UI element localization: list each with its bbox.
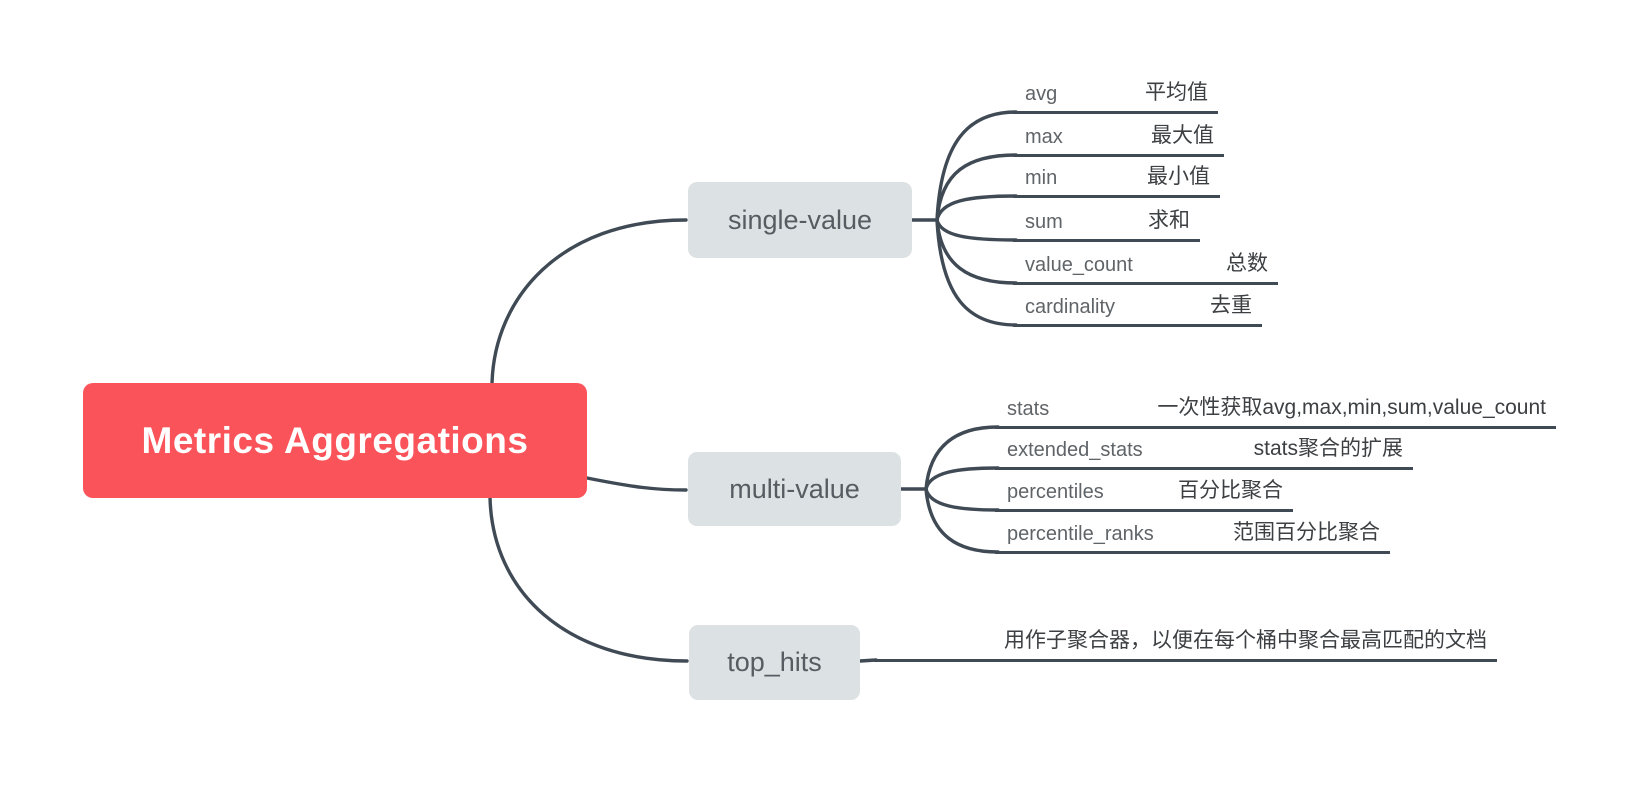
connector-single-value-avg	[935, 110, 1018, 222]
leaf-node-top-hits-description[interactable]: 用作子聚合器，以便在每个桶中聚合最高匹配的文档	[874, 626, 1497, 662]
leaf-node-avg[interactable]: avg 平均值	[1013, 78, 1218, 114]
leaf-node-extended-stats[interactable]: extended_stats stats聚合的扩展	[995, 434, 1413, 470]
branch-node-label: multi-value	[729, 473, 860, 504]
branch-node-top-hits[interactable]: top_hits	[689, 625, 860, 700]
connector-root-top-hits	[488, 495, 689, 663]
connector-single-value-min	[935, 194, 1018, 222]
leaf-label-zh: 用作子聚合器，以便在每个桶中聚合最高匹配的文档	[1004, 629, 1487, 652]
connector-single-value-max	[935, 153, 1018, 222]
branch-node-single-value[interactable]: single-value	[688, 182, 912, 258]
leaf-label-en: percentile_ranks	[1007, 523, 1154, 545]
leaf-node-percentiles[interactable]: percentiles 百分比聚合	[995, 476, 1293, 512]
leaf-node-percentile-ranks[interactable]: percentile_ranks 范围百分比聚合	[995, 518, 1390, 554]
leaf-label-en: extended_stats	[1007, 439, 1143, 461]
leaf-label-en: cardinality	[1025, 296, 1116, 318]
leaf-label-en: sum	[1025, 211, 1063, 233]
leaf-label-zh: 范围百分比聚合	[1233, 521, 1380, 544]
connector-single-value-sum	[935, 218, 1018, 242]
leaf-label-zh: 最小值	[1147, 165, 1210, 188]
leaf-label-zh: 最大值	[1151, 124, 1214, 147]
leaf-node-cardinality[interactable]: cardinality 去重	[1013, 291, 1262, 327]
leaf-label-en: min	[1025, 167, 1058, 189]
branch-node-label: single-value	[727, 204, 873, 235]
leaf-node-value-count[interactable]: value_count 总数	[1013, 249, 1278, 285]
leaf-label-zh: 去重	[1210, 294, 1252, 317]
connector-multi-value-extended-stats	[924, 466, 1000, 491]
leaf-label-en: value_count	[1025, 254, 1133, 276]
branch-node-multi-value[interactable]: multi-value	[688, 452, 901, 526]
leaf-node-stats[interactable]: stats 一次性获取avg,max,min,sum,value_count	[995, 393, 1556, 429]
root-node[interactable]: Metrics Aggregations	[83, 383, 587, 498]
connector-root-single-value	[490, 218, 688, 386]
connector-single-value-value-count	[935, 218, 1018, 285]
leaf-label-zh: 一次性获取avg,max,min,sum,value_count	[1157, 396, 1546, 419]
leaf-label-en: stats	[1007, 398, 1050, 420]
leaf-label-en: avg	[1025, 83, 1058, 105]
leaf-label-zh: 平均值	[1145, 81, 1208, 104]
leaf-node-max[interactable]: max 最大值	[1013, 121, 1224, 157]
leaf-node-sum[interactable]: sum 求和	[1013, 206, 1200, 242]
leaf-label-en: percentiles	[1007, 481, 1104, 503]
leaf-label-zh: 总数	[1226, 252, 1268, 275]
connector-multi-value-percentile-ranks	[924, 487, 1000, 554]
leaf-label-en: max	[1025, 126, 1063, 148]
root-node-label: Metrics Aggregations	[141, 419, 529, 461]
leaf-node-min[interactable]: min 最小值	[1013, 162, 1220, 198]
connector-multi-value-percentiles	[924, 487, 1000, 512]
connector-root-multi-value	[585, 476, 688, 492]
branch-node-label: top_hits	[727, 647, 822, 677]
connector-single-value-cardinality	[935, 218, 1018, 327]
connector-top-hits-stub	[858, 658, 878, 663]
connector-multi-value-stats	[924, 425, 1000, 491]
leaf-label-zh: stats聚合的扩展	[1253, 437, 1403, 460]
leaf-label-zh: 百分比聚合	[1178, 479, 1283, 502]
leaf-label-zh: 求和	[1148, 209, 1190, 232]
